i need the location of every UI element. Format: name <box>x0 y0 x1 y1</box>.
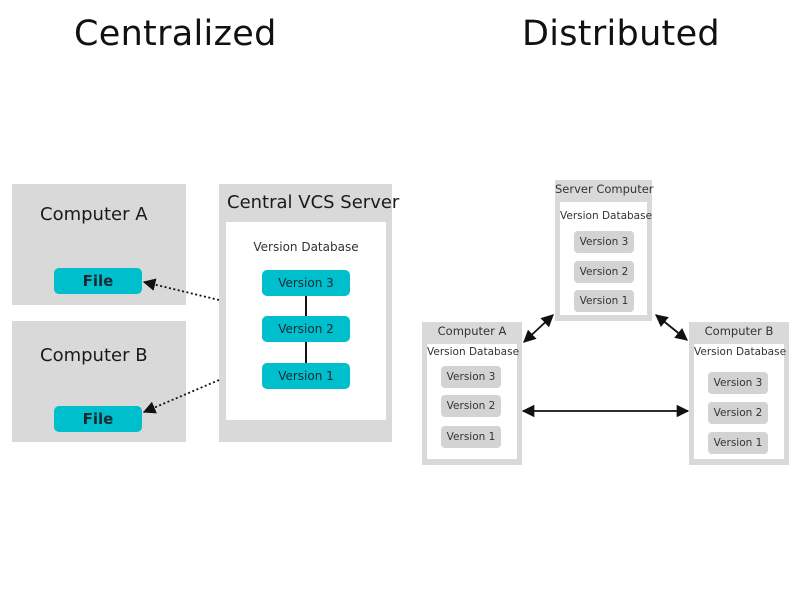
dist-computer-a-version-2: Version 2 <box>441 395 501 417</box>
centralized-title: Centralized <box>74 14 277 54</box>
central-computer-b-box: Computer B File <box>12 321 186 442</box>
central-version-database-label: Version Database <box>253 240 359 254</box>
dist-arrow-server-computer-b <box>655 314 688 341</box>
central-version-2: Version 2 <box>262 316 350 342</box>
central-version-1: Version 1 <box>262 363 350 389</box>
distributed-title: Distributed <box>522 14 720 54</box>
dist-computer-b-db-panel: Version Database Version 3 Version 2 Ver… <box>694 344 787 459</box>
dist-computer-b-version-3: Version 3 <box>708 372 768 394</box>
dist-server-version-1: Version 1 <box>574 290 634 312</box>
dist-computer-a-version-1: Version 1 <box>441 426 501 448</box>
central-version-3: Version 3 <box>262 270 350 296</box>
central-computer-a-label: Computer A <box>40 204 148 225</box>
dist-computer-a-db-panel: Version Database Version 3 Version 2 Ver… <box>427 344 520 459</box>
central-server-box: Central VCS Server Version Database Vers… <box>219 184 399 442</box>
dist-computer-b-box: Computer B Version Database Version 3 Ve… <box>689 322 789 465</box>
dist-server-box: Server Computer Version Database Version… <box>555 180 654 321</box>
dist-server-label: Server Computer <box>555 182 654 196</box>
dist-computer-a-db-label: Version Database <box>427 346 520 358</box>
dist-computer-b-version-1: Version 1 <box>708 432 768 454</box>
dist-server-db-panel: Version Database Version 3 Version 2 Ver… <box>560 202 653 315</box>
central-version-database-panel: Version Database Version 3 Version 2 Ver… <box>226 222 386 420</box>
central-computer-a-box: Computer A File <box>12 184 186 305</box>
central-computer-b-file: File <box>54 406 142 432</box>
dist-computer-a-label: Computer A <box>437 324 507 338</box>
dist-computer-a-box: Computer A Version Database Version 3 Ve… <box>422 322 522 465</box>
dist-computer-a-version-3: Version 3 <box>441 366 501 388</box>
dist-server-version-3: Version 3 <box>574 231 634 253</box>
dist-computer-b-version-2: Version 2 <box>708 402 768 424</box>
dist-computer-b-label: Computer B <box>704 324 774 338</box>
central-computer-a-file: File <box>54 268 142 294</box>
central-computer-b-label: Computer B <box>40 345 148 366</box>
central-server-label: Central VCS Server <box>227 192 400 213</box>
dist-server-version-2: Version 2 <box>574 261 634 283</box>
dist-server-db-label: Version Database <box>560 210 653 222</box>
dist-arrow-server-computer-a <box>523 314 554 343</box>
dist-computer-b-db-label: Version Database <box>694 346 787 358</box>
